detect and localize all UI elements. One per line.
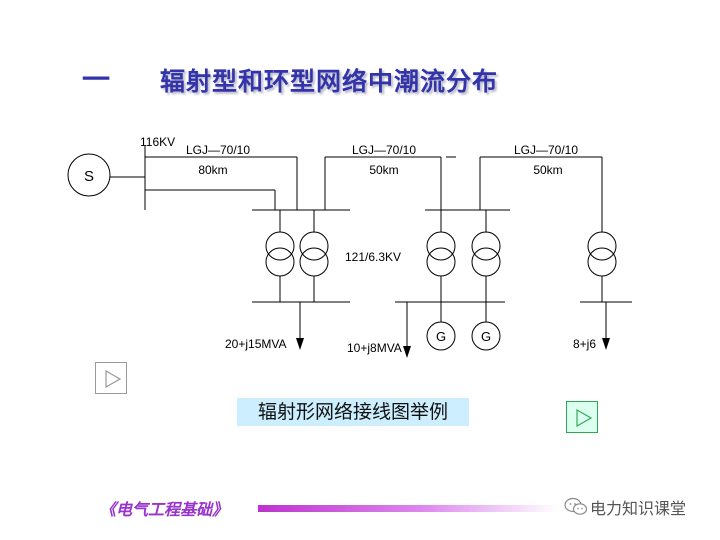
source-label: S — [84, 168, 94, 185]
line-1-length: 80km — [198, 163, 227, 177]
source-symbol — [67, 153, 111, 197]
transformer-ratio: 121/6.3KV — [345, 250, 401, 264]
voltage-label: 116KV — [140, 135, 175, 149]
play-triangle-icon — [576, 408, 593, 428]
brand-name: 电力知识课堂 — [590, 499, 687, 518]
load-1-label: 20+j15MVA — [225, 337, 286, 351]
load-2-label: 10+j8MVA — [347, 341, 402, 355]
title-dash: 一 — [82, 63, 111, 96]
line-3-type: LGJ—70/10 — [514, 143, 578, 157]
footer-decoration-bar — [258, 505, 558, 512]
load-3-label: 8+j6 — [573, 337, 596, 351]
generator-1-label: G — [436, 329, 446, 344]
page-title: 辐射型和环型网络中潮流分布 — [160, 67, 499, 96]
wechat-icon — [564, 497, 588, 515]
play-triangle-icon — [105, 369, 122, 389]
brand-watermark: 电力知识课堂 — [564, 495, 686, 519]
generator-2-label: G — [481, 329, 491, 344]
generator-2-symbol — [471, 321, 501, 351]
previous-slide-button[interactable] — [95, 362, 127, 394]
generator-1-symbol — [426, 321, 456, 351]
line-3-length: 50km — [533, 163, 562, 177]
line-2-length: 50km — [369, 163, 398, 177]
line-1-type: LGJ—70/10 — [186, 143, 250, 157]
diagram-caption: 辐射形网络接线图举例 — [237, 398, 469, 426]
next-slide-button[interactable] — [566, 401, 598, 433]
line-2-type: LGJ—70/10 — [352, 143, 416, 157]
course-title: 《电气工程基础》 — [100, 500, 229, 519]
